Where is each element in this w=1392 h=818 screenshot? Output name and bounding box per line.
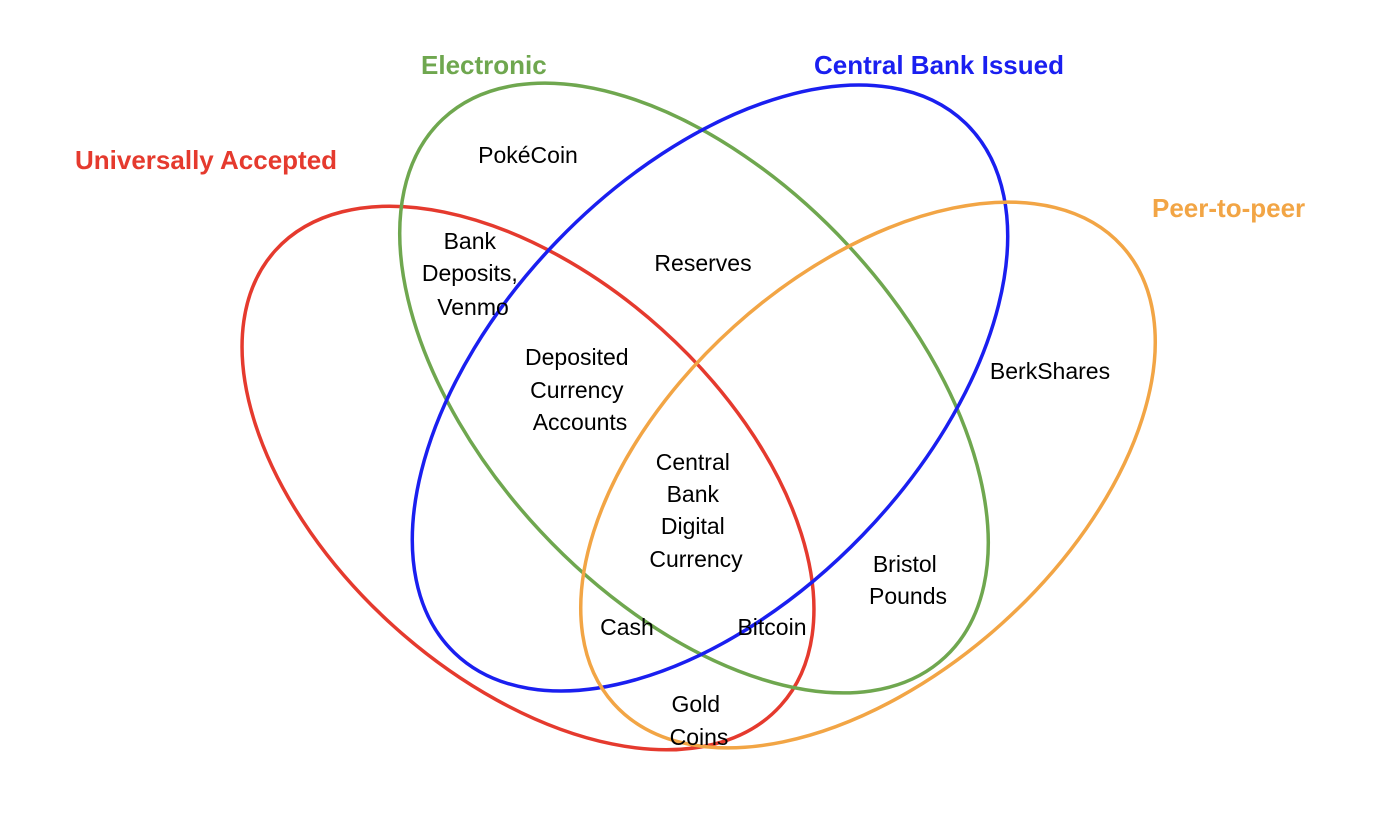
region-line: Central [656, 449, 730, 475]
region-line: Digital [661, 513, 725, 539]
region-label-reserves: Reserves [654, 250, 751, 276]
region-line: Cash [600, 614, 654, 640]
region-line: Currency [530, 377, 624, 403]
region-label-cbdc: Central Bank Digital Currency [649, 449, 743, 572]
region-line: Bank [444, 228, 497, 254]
region-line: Bitcoin [737, 614, 806, 640]
region-line: Bank [667, 481, 720, 507]
region-line: BerkShares [990, 358, 1110, 384]
set-title-universally-accepted: Universally Accepted [75, 145, 337, 175]
set-title-peer-to-peer: Peer-to-peer [1152, 193, 1305, 223]
set-title-electronic: Electronic [421, 50, 547, 80]
region-line: Reserves [654, 250, 751, 276]
region-line: Gold [672, 691, 721, 717]
region-line: Bristol [873, 551, 937, 577]
region-line: PokéCoin [478, 142, 578, 168]
region-line: Accounts [533, 409, 628, 435]
region-line: Deposited [525, 344, 629, 370]
ellipse-peer-to-peer [579, 200, 1157, 750]
region-label-deposited-currency: Deposited Currency Accounts [525, 344, 635, 435]
region-label-bank-deposits: Bank Deposits, Venmo [422, 228, 524, 320]
region-line: Venmo [437, 294, 509, 320]
region-line: Pounds [869, 583, 947, 609]
region-line: Currency [649, 546, 743, 572]
ellipse-electronic [398, 81, 990, 695]
region-label-bristol-pounds: Bristol Pounds [869, 551, 947, 609]
region-line: Coins [670, 724, 729, 750]
region-label-bitcoin: Bitcoin [737, 614, 806, 640]
region-label-gold-coins: Gold Coins [670, 691, 729, 750]
region-label-cash: Cash [600, 614, 654, 640]
ellipse-central-bank-issued [410, 83, 1010, 693]
region-line: Deposits, [422, 260, 518, 286]
set-title-central-bank-issued: Central Bank Issued [814, 50, 1064, 80]
region-label-pokecoin: PokéCoin [478, 142, 578, 168]
ellipse-universally-accepted [240, 204, 816, 752]
region-label-berkshares: BerkShares [990, 358, 1110, 384]
